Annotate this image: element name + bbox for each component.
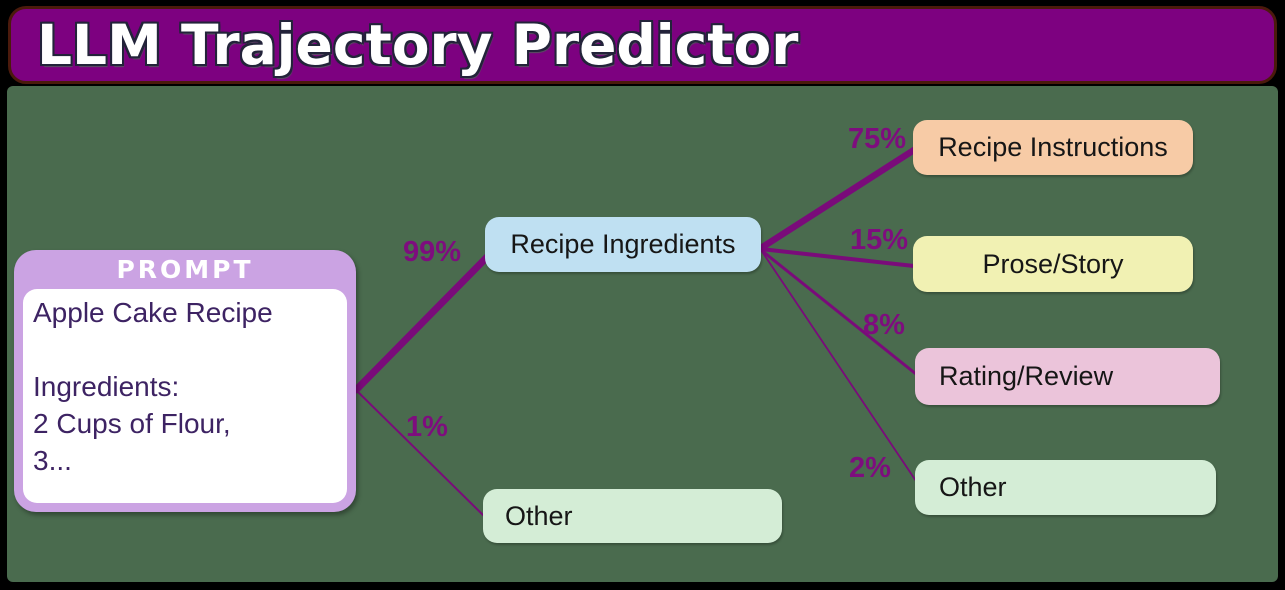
node-recipe-ingredients: Recipe Ingredients (485, 217, 761, 272)
node-label: Recipe Instructions (938, 132, 1168, 162)
node-prose-story: Prose/Story (913, 236, 1193, 292)
probability-label-recipe-ingredients: 99% (403, 236, 462, 268)
prompt-text: Apple Cake Recipe Ingredients: 2 Cups of… (23, 289, 347, 503)
node-label: Prose/Story (982, 248, 1124, 279)
node-rating-review: Rating/Review (915, 348, 1220, 405)
node-label: Rating/Review (939, 361, 1114, 391)
title-bar: LLM Trajectory Predictor (8, 6, 1277, 84)
prompt-card: PROMPT Apple Cake Recipe Ingredients: 2 … (14, 250, 356, 512)
probability-label-recipe-instructions: 75% (848, 123, 907, 155)
page-title: LLM Trajectory Predictor (37, 13, 799, 77)
probability-label-rating-review: 8% (863, 309, 905, 341)
node-label: Other (939, 472, 1007, 502)
prompt-line: 2 Cups of Flour, (33, 408, 231, 439)
prompt-line: Ingredients: (33, 371, 180, 402)
prompt-line: 3... (33, 445, 72, 476)
prompt-line: Apple Cake Recipe (33, 297, 273, 328)
node-other-level2: Other (915, 460, 1216, 515)
node-recipe-instructions: Recipe Instructions (913, 120, 1193, 175)
node-other-level1: Other (483, 489, 782, 543)
node-label: Other (505, 500, 573, 531)
probability-label-prose-story: 15% (850, 224, 909, 256)
probability-label-other-level2: 2% (849, 452, 891, 484)
probability-label-other-level1: 1% (406, 411, 448, 443)
node-label: Recipe Ingredients (510, 229, 736, 259)
prompt-card-title: PROMPT (116, 255, 254, 284)
prompt-line (33, 331, 337, 368)
